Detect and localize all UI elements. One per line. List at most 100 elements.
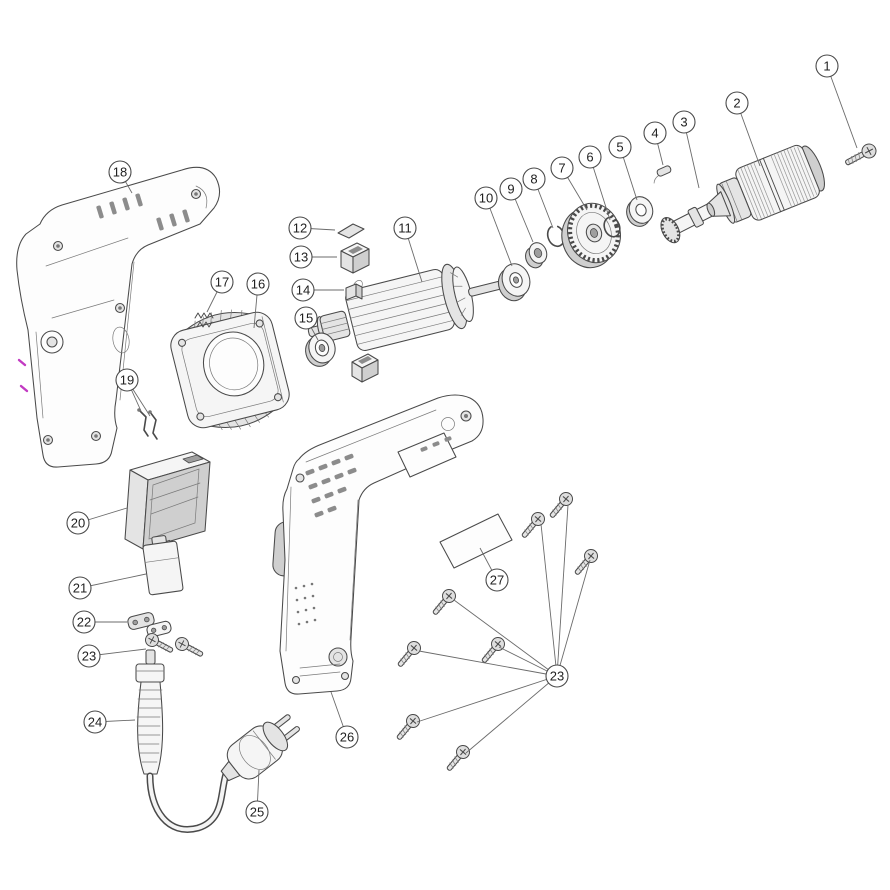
callout-circle [393, 216, 417, 240]
callout-14: 14 [291, 278, 315, 302]
handle-cap-drawing [328, 647, 348, 667]
callout-15: 15 [294, 306, 318, 330]
callout-circle [210, 270, 234, 294]
screw-drawing [145, 633, 174, 653]
armature-drawing [307, 263, 507, 352]
callout-label: 8 [530, 172, 537, 187]
callout-11: 11 [393, 216, 417, 240]
callout-circle [72, 610, 96, 634]
callout-label: 10 [479, 191, 493, 206]
callout-20: 20 [66, 511, 90, 535]
callout-label: 7 [558, 161, 565, 176]
screw-cluster-drawing [145, 492, 598, 771]
leader-line [465, 675, 558, 754]
callout-circle [545, 664, 569, 688]
callout-3: 3 [672, 110, 696, 134]
capacitor-drawing [142, 535, 184, 596]
callout-circle [725, 91, 749, 115]
callout-circle [68, 576, 92, 600]
callout-17: 17 [210, 270, 234, 294]
brush-springs-drawing [194, 312, 214, 328]
leader-line [416, 675, 558, 723]
leader-line [485, 197, 513, 267]
screw-1-drawing [845, 143, 877, 166]
gear-7-drawing [561, 202, 621, 269]
callout-label: 9 [507, 182, 514, 197]
switch-drawing [124, 451, 211, 556]
callout-label: 1 [823, 59, 830, 74]
housing-right-drawing [272, 394, 484, 695]
label-plate-drawing [439, 513, 513, 569]
screw-drawing [549, 492, 573, 518]
nameplate-recess [397, 432, 457, 478]
leader-line [556, 504, 569, 677]
callout-6: 6 [578, 145, 602, 169]
callout-label: 13 [294, 250, 308, 265]
callout-label: 14 [296, 283, 310, 298]
callout-circle [83, 710, 107, 734]
magenta-mark [19, 384, 29, 393]
callout-label: 4 [651, 126, 658, 141]
callout-circle [550, 156, 574, 180]
callout-label: 22 [77, 615, 91, 630]
callout-label: 6 [586, 150, 593, 165]
callout-circle [288, 216, 312, 240]
callout-1: 1 [815, 54, 839, 78]
callout-2: 2 [725, 91, 749, 115]
callout-label: 27 [490, 573, 504, 588]
screw-drawing [446, 745, 470, 771]
leader-line [826, 65, 858, 149]
callout-label: 5 [616, 140, 623, 155]
bearing-sleeve-9-drawing [525, 242, 548, 269]
callout-circle [643, 121, 667, 145]
cable-clamp-drawing [127, 612, 172, 638]
leader-line [556, 559, 591, 677]
callout-19: 19 [115, 368, 139, 392]
callout-label: 23 [550, 669, 564, 684]
bearing-10-drawing [497, 263, 531, 302]
brush-plate-drawing [337, 223, 365, 239]
callout-label: 21 [73, 581, 87, 596]
leader-line [453, 599, 558, 677]
callout-circle [245, 800, 269, 824]
callout-label: 18 [113, 165, 127, 180]
callout-label: 17 [215, 275, 229, 290]
plug-drawing [220, 714, 300, 782]
callout-label: 15 [299, 311, 313, 326]
callout-23: 23 [77, 644, 101, 668]
callout-4: 4 [643, 121, 667, 145]
callout-circle [289, 245, 313, 269]
callout-label: 25 [250, 805, 264, 820]
screw-drawing [481, 637, 505, 663]
callout-circle [77, 644, 101, 668]
callout-8: 8 [522, 167, 546, 191]
callout-label: 3 [680, 115, 687, 130]
screw-drawing [521, 512, 545, 538]
magenta-mark [17, 358, 27, 367]
leader-line [418, 650, 558, 677]
callout-21: 21 [68, 576, 92, 600]
callout-5: 5 [608, 135, 632, 159]
brush-holder-drawing [340, 242, 370, 274]
callout-label: 19 [120, 373, 134, 388]
cable-drawing [135, 649, 230, 833]
callout-circle [335, 725, 359, 749]
callout-label: 20 [71, 516, 85, 531]
callout-24: 24 [83, 710, 107, 734]
callout-7: 7 [550, 156, 574, 180]
callout-circle [294, 306, 318, 330]
callout-layer: 1234567891011121314151617181920212223242… [66, 54, 858, 824]
screw-drawing [574, 549, 598, 575]
screw-drawing [397, 641, 421, 667]
stator-drawing [170, 309, 290, 431]
vent-slots [305, 436, 452, 518]
chuck-drawing [706, 144, 825, 224]
callout-13: 13 [289, 245, 313, 269]
callout-18: 18 [108, 160, 132, 184]
callout-circle [66, 511, 90, 535]
callout-circle [108, 160, 132, 184]
key-4-drawing [653, 165, 672, 184]
callout-label: 16 [251, 277, 265, 292]
callout-label: 23 [82, 649, 96, 664]
